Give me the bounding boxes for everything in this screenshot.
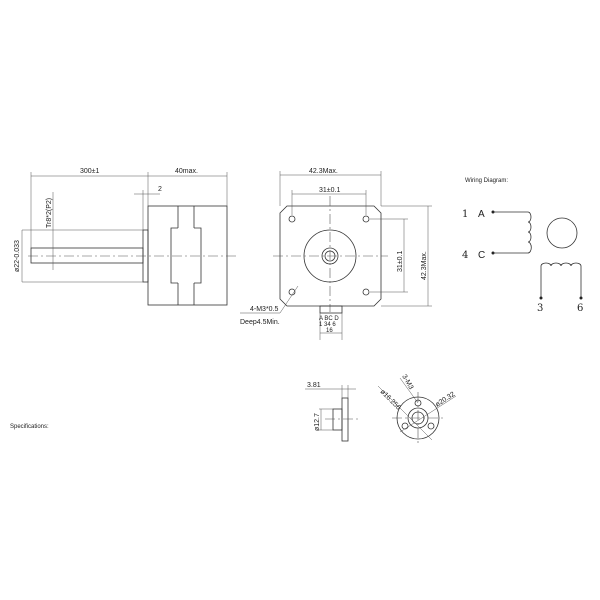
lead-screw [30, 247, 144, 264]
pin-6-label: 6 [577, 303, 583, 314]
nut-holes: 3-M3 [400, 374, 414, 391]
specifications-label: Specifications: [10, 424, 49, 430]
mounting-holes [288, 215, 370, 296]
hole-spacing-vertical-dim: 31±0.1 [397, 251, 404, 272]
nut-drawing: 3.81 ø12.7 ø16.256 3-M3 ø20.32 [305, 374, 456, 444]
motor-face [279, 205, 382, 307]
wiring-title: Wiring Diagram: [465, 178, 508, 184]
height-dim: 42.3Max. [421, 251, 428, 280]
body-length-dim: 40max. [175, 168, 198, 175]
width-dim: 42.3Max. [309, 168, 338, 175]
connector-width: 16 [326, 328, 333, 334]
motor-body [147, 205, 228, 306]
nut-bolt-circle: ø16.256 [379, 388, 402, 411]
pin-4-label: 4 [462, 250, 468, 261]
hole-depth: Deep4.5Min. [240, 319, 280, 326]
coil-3-6 [540, 262, 582, 298]
pin-1-label: 1 [462, 209, 468, 220]
pin-3-label: 3 [537, 303, 543, 314]
connector-pins: 1 34 6 [319, 322, 336, 328]
nut-flange-diameter: ø20.32 [434, 391, 456, 409]
side-view: 300±1 40max. 2 Tr8*2(P2) ø22-0.033 [14, 168, 238, 306]
flange-dim: 2 [158, 186, 162, 193]
hole-spacing-dim: 31±0.1 [319, 187, 340, 194]
thread-label: Tr8*2(P2) [46, 198, 53, 228]
label-c: C [478, 250, 485, 261]
coil-a-c [493, 211, 532, 254]
nut-flange-thickness: 3.81 [307, 382, 321, 389]
nut-body-diameter: ø12.7 [314, 413, 321, 431]
connector-letters: A BC D [319, 316, 339, 322]
length-dim: 300±1 [80, 168, 100, 175]
boss-diameter: ø22-0.033 [14, 240, 21, 272]
nut-flange [341, 397, 349, 442]
nut-body [332, 408, 343, 431]
connector [319, 305, 343, 314]
hole-note: 4-M3*0.5 [250, 306, 279, 313]
front-view: 42.3Max. 31±0.1 31±0.1 42.3Max. 4-M3*0.5… [240, 168, 432, 340]
label-a: A [478, 209, 485, 220]
rotor-symbol [546, 217, 578, 249]
wiring-diagram: Wiring Diagram: 1 A 4 C 3 6 [462, 178, 583, 314]
